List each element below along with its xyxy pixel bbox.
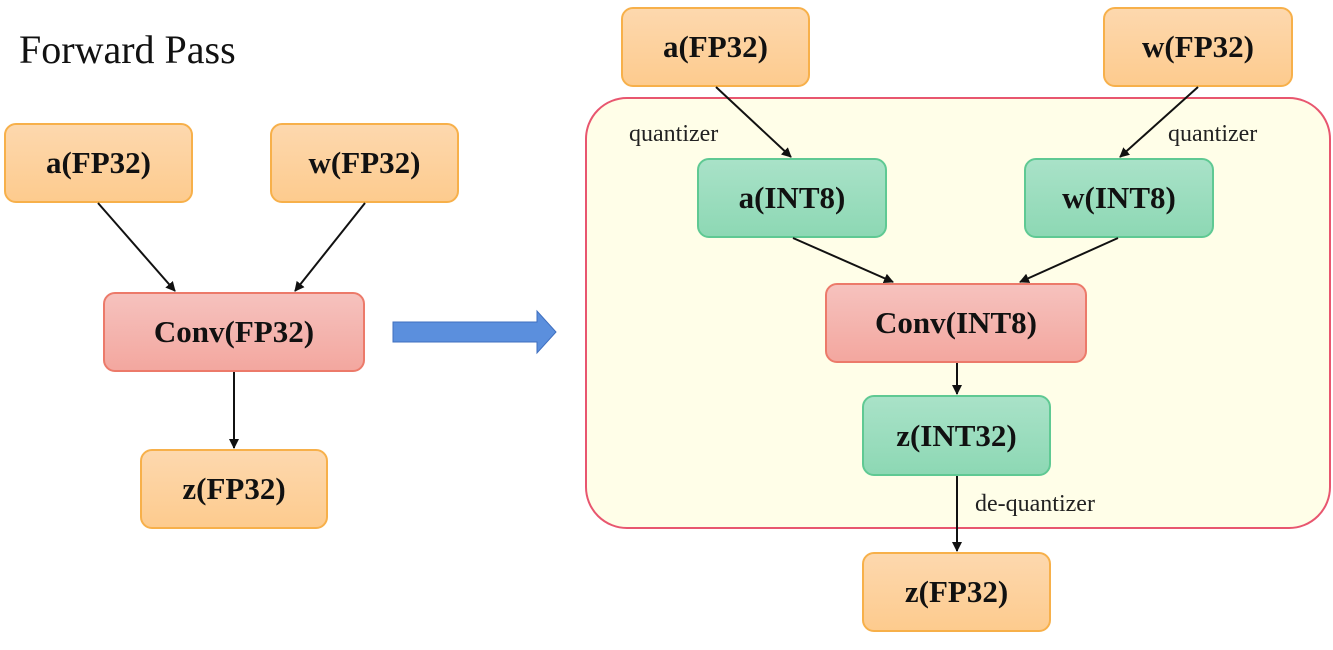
right-arrow-icon [392,309,557,355]
edge-left-w-to-conv [294,202,366,292]
node-label: Conv(INT8) [875,305,1037,340]
right-a-fp32-node: a(FP32) [621,7,810,87]
node-label: w(FP32) [1142,29,1254,64]
node-label: a(FP32) [662,29,769,64]
diagram-title: Forward Pass [19,27,236,72]
node-label: z(FP32) [182,471,286,506]
node-label: w(FP32) [308,145,421,180]
dequantizer-label: de-quantizer [975,491,1095,517]
quantizer-label-left: quantizer [629,121,719,147]
node-label: a(FP32) [45,145,152,180]
node-label: z(INT32) [896,417,1017,453]
node-label: z(FP32) [904,574,1009,609]
left-z-fp32-node: z(FP32) [140,449,328,529]
right-z-int32-node: z(INT32) [862,395,1051,476]
right-w-fp32-node: w(FP32) [1103,7,1293,87]
left-w-fp32-node: w(FP32) [270,123,459,203]
quantizer-label-right: quantizer [1168,121,1258,147]
node-label: w(INT8) [1062,180,1176,215]
right-w-int8-node: w(INT8) [1024,158,1214,238]
left-a-fp32-node: a(FP32) [4,123,193,203]
left-conv-fp32-node: Conv(FP32) [103,292,365,372]
node-label: Conv(FP32) [153,314,315,349]
right-z-fp32-node: z(FP32) [862,552,1051,632]
edge-left-a-to-conv [97,202,176,292]
right-conv-int8-node: Conv(INT8) [825,283,1087,363]
right-a-int8-node: a(INT8) [697,158,887,238]
node-label: a(INT8) [738,180,846,215]
